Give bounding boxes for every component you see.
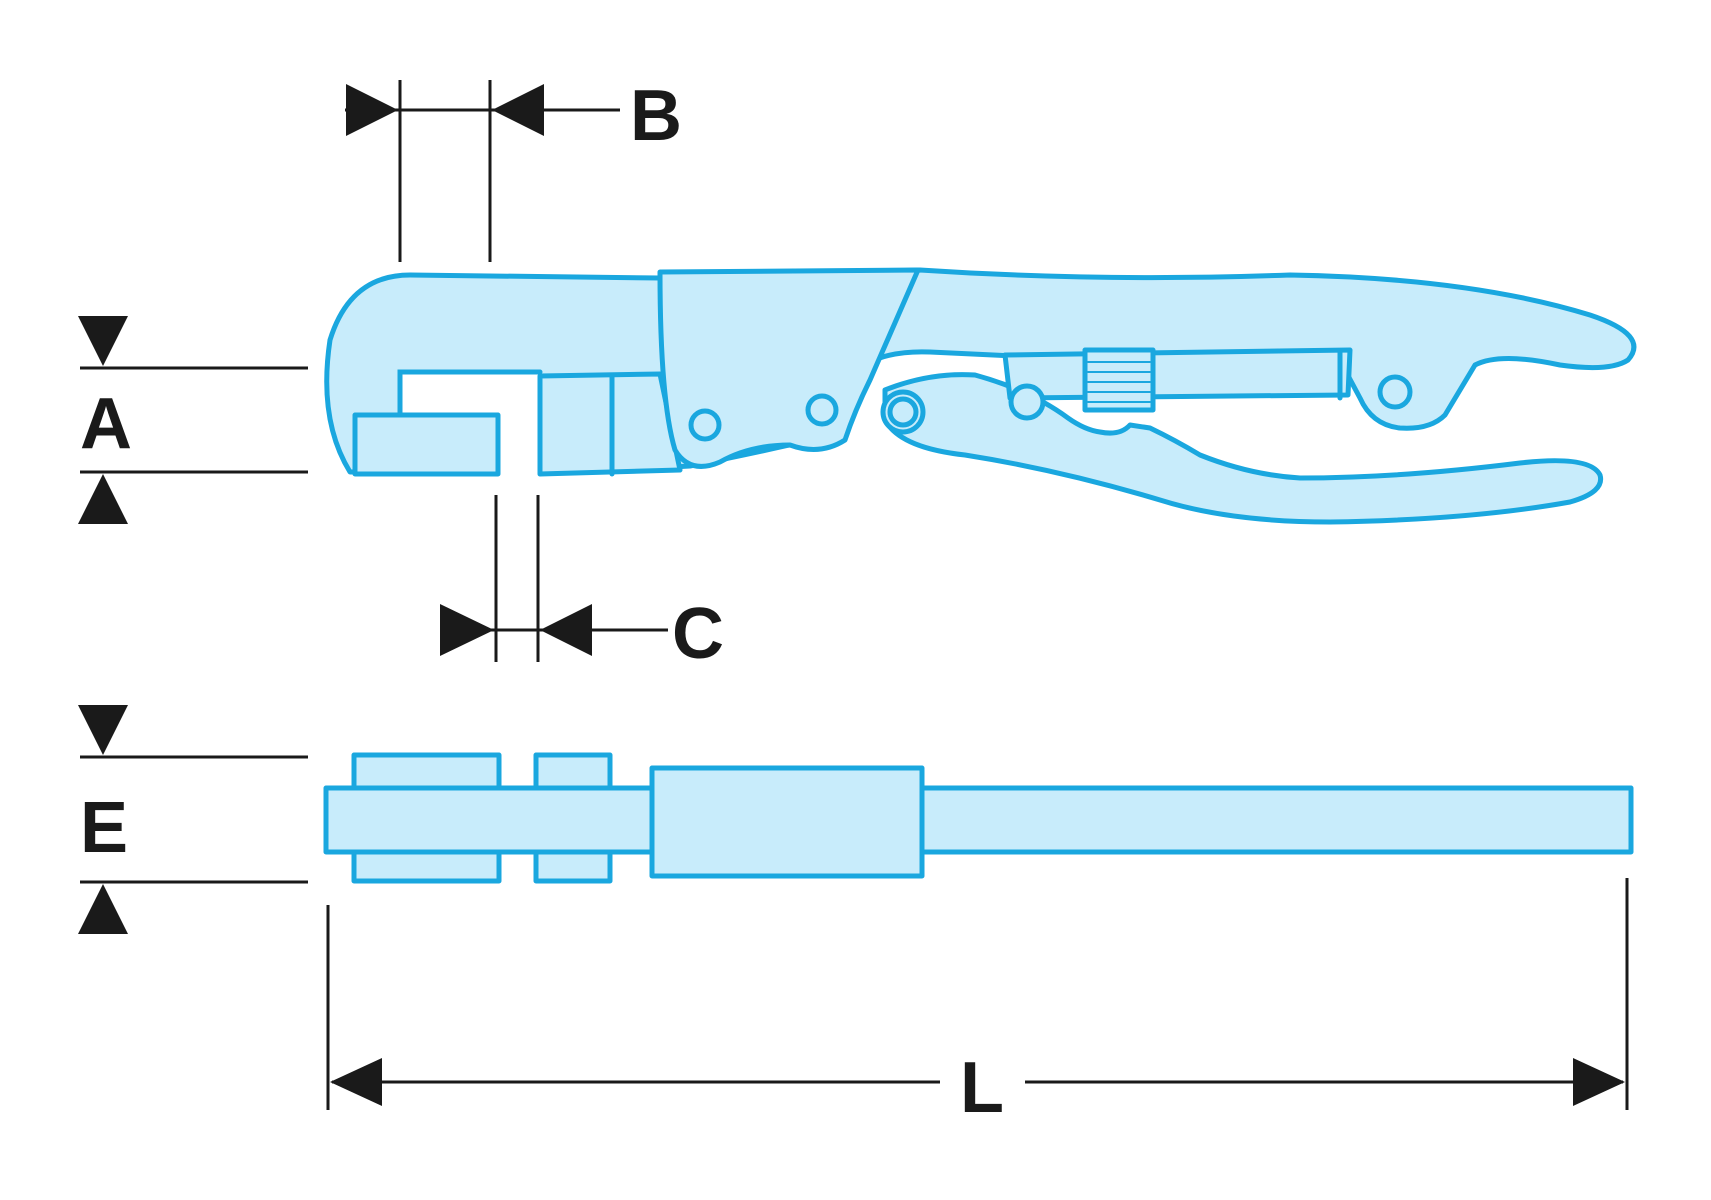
pivot-pin-2 (805, 393, 839, 427)
pivot-pin-3-inner (887, 396, 919, 428)
dimension-l-label: L (960, 1048, 1004, 1128)
adjust-screw-body (1002, 347, 1353, 401)
dimension-c-arrow-right (540, 604, 592, 656)
dimension-b-arrow-left (346, 84, 398, 136)
lower-handle (882, 372, 1604, 525)
dimension-b-arrow-right (492, 84, 544, 136)
top-housing (649, 765, 925, 879)
top-shaft (323, 785, 1634, 855)
dimension-e-label: E (80, 788, 128, 868)
dimension-l-arrow-right (1573, 1058, 1625, 1106)
wrench-top-view (323, 752, 1634, 884)
wrench-side-view (324, 267, 1637, 525)
dimension-a: A (78, 316, 308, 524)
dimension-e: E (78, 705, 308, 934)
dimension-l: L (326, 878, 1629, 1128)
dimension-a-label: A (80, 384, 132, 464)
knurl-lines (1087, 361, 1151, 403)
dimension-c-arrow-left (440, 604, 494, 656)
dimension-b-label: B (630, 76, 682, 156)
pivot-pin-4 (1008, 383, 1046, 421)
pivot-pin-1 (688, 408, 722, 442)
fixed-jaw-block (352, 412, 501, 477)
adjust-screw-knurl (1082, 347, 1156, 413)
dimension-a-arrow-top (78, 316, 128, 366)
dimension-c: C (440, 495, 724, 674)
dimension-l-arrow-left (330, 1058, 382, 1106)
dimension-e-arrow-top (78, 705, 128, 755)
dimension-a-arrow-bottom (78, 474, 128, 524)
dimension-b: B (345, 76, 682, 262)
dimension-c-label: C (672, 594, 724, 674)
pivot-pin-5 (1377, 374, 1413, 410)
dimension-e-arrow-bottom (78, 884, 128, 934)
pivot-housing (657, 267, 921, 469)
